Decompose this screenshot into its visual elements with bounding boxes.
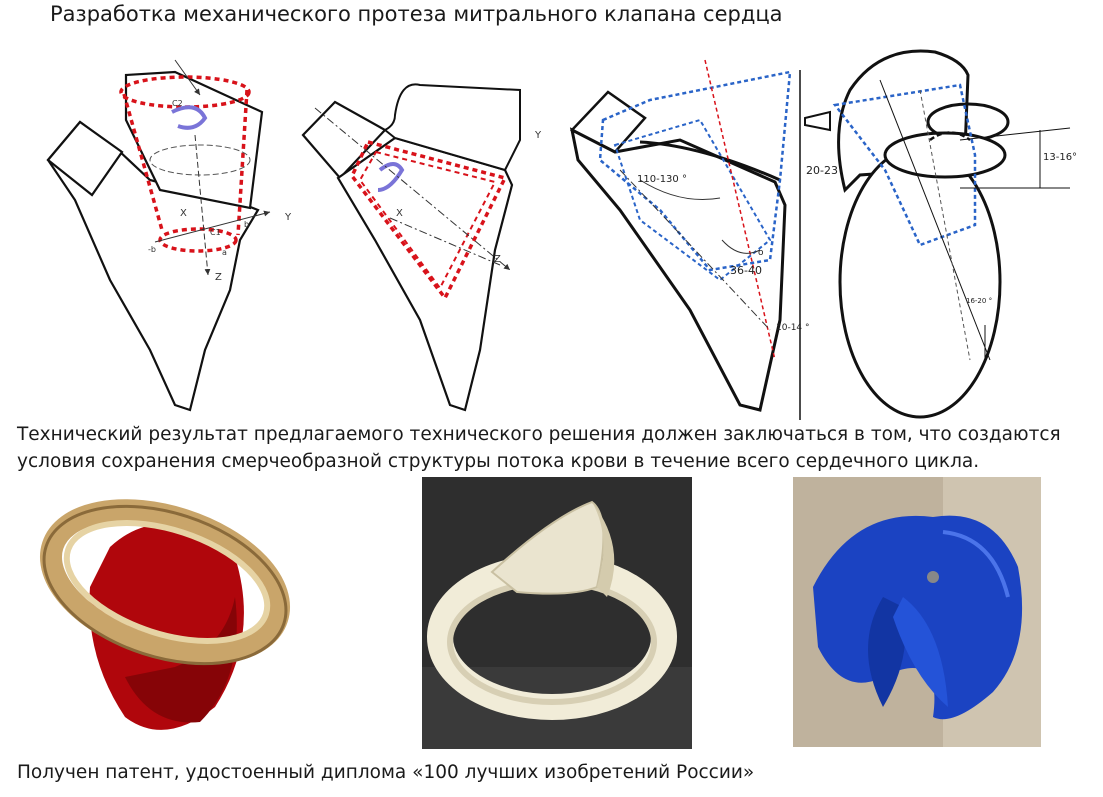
angle-degree-mark: о	[758, 248, 764, 258]
label-c2: C2	[172, 99, 183, 108]
angle-label-16-20: 16-20 °	[966, 297, 992, 305]
technical-result-text: Технический результат предлагаемого техн…	[17, 424, 1061, 472]
diagram-valve-assembly: 13-16° 16-20 °	[804, 49, 1077, 419]
technical-diagrams: Y X Z C2 C1 a b -b Y X Z 110-130 ° 20-23…	[46, 49, 1077, 420]
diagram-heart-axes: Y X Z C2 C1 a b -b	[46, 59, 292, 412]
valve-prototype-photo	[422, 477, 692, 749]
angle-label-20-23: 20-23°	[806, 164, 843, 177]
diagram-valve-angles: 110-130 ° 20-23° 36-40 о 10-14 °	[569, 59, 843, 420]
label-neg-b: -b	[148, 245, 156, 254]
axis-label-x-2: X	[396, 208, 403, 219]
valve-3d-print-photo	[793, 477, 1041, 747]
label-c1: C1	[210, 228, 221, 237]
angle-label-10-14: 10-14 °	[776, 323, 810, 333]
axis-label-y-2: Y	[534, 130, 542, 141]
axis-label-z: Z	[215, 272, 222, 283]
angle-label-13-16: 13-16°	[1043, 152, 1077, 163]
angle-label-110-130: 110-130 °	[637, 174, 687, 185]
axis-label-y: Y	[284, 212, 292, 223]
axis-label-z-2: Z	[494, 254, 501, 265]
valve-render-image	[15, 477, 318, 750]
diagram-heart-chamber: Y X Z	[301, 83, 542, 412]
patent-text: Получен патент, удостоенный диплома «100…	[17, 762, 755, 783]
page-title: Разработка механического протеза митраль…	[50, 2, 783, 26]
label-a: a	[222, 248, 227, 257]
axis-label-x: X	[180, 208, 187, 219]
angle-label-36-40: 36-40	[730, 264, 762, 277]
label-b: b	[244, 220, 249, 229]
